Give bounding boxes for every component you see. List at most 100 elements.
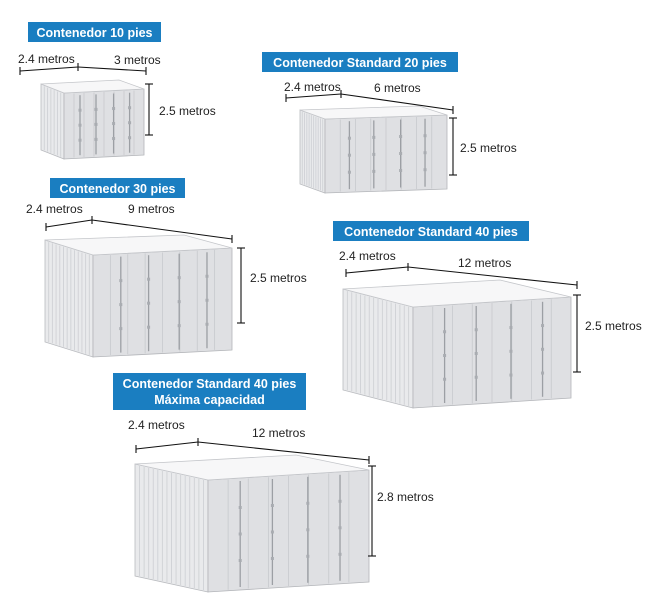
door-hinge	[177, 324, 181, 328]
door-hinge	[147, 325, 151, 329]
container-title-line: Contenedor Standard 20 pies	[273, 56, 447, 70]
width-dimension-line	[45, 219, 93, 228]
container-title-box	[333, 221, 529, 241]
height-label: 2.5 metros	[585, 319, 642, 333]
door-hinge	[119, 303, 123, 307]
door-hinge	[306, 554, 310, 558]
length-label: 9 metros	[128, 202, 175, 216]
door-hinge	[541, 371, 545, 375]
container-title-line: Máxima capacidad	[154, 393, 264, 407]
container-title-line: Contenedor Standard 40 pies	[123, 377, 297, 391]
door-hinge	[147, 301, 151, 305]
length-label: 12 metros	[252, 426, 305, 440]
container-c30: Contenedor 30 pies 2.4 metros 9 metros 2.5 …	[26, 178, 307, 358]
container-c20: Contenedor Standard 20 pies 2.4 metros 6 m…	[262, 52, 517, 194]
height-label: 2.8 metros	[377, 490, 434, 504]
door-hinge	[270, 504, 274, 507]
door-hinge	[78, 108, 82, 112]
length-dimension-line	[407, 266, 578, 286]
container-title-box	[113, 373, 306, 410]
height-label: 2.5 metros	[460, 141, 517, 155]
width-label: 2.4 metros	[128, 418, 185, 432]
door-hinge	[541, 347, 545, 351]
container-title-box	[28, 22, 161, 42]
door-hinge	[347, 153, 351, 157]
width-label: 2.4 metros	[26, 202, 83, 216]
container-roof	[40, 79, 145, 94]
length-label: 12 metros	[458, 256, 511, 270]
door-hinge	[177, 276, 181, 280]
container-title-box	[50, 178, 185, 198]
door-hinge	[338, 499, 342, 503]
door-hinge	[347, 136, 351, 140]
door-hinge	[205, 322, 209, 326]
door-hinge	[347, 170, 351, 174]
door-hinge	[177, 300, 181, 304]
width-dimension-line	[135, 441, 199, 450]
length-label: 6 metros	[374, 81, 421, 95]
door-hinge	[423, 168, 427, 172]
door-hinge	[270, 557, 274, 560]
door-hinge	[112, 107, 116, 111]
door-hinge	[443, 354, 447, 357]
container-title-line: Contenedor 30 pies	[60, 182, 176, 196]
door-hinge	[128, 121, 132, 125]
height-label: 2.5 metros	[159, 104, 216, 118]
door-hinge	[112, 122, 116, 126]
door-hinge	[474, 352, 478, 355]
container-c40: Contenedor Standard 40 pies 2.4 metros 12 …	[333, 221, 642, 409]
container-long-side	[299, 109, 326, 194]
container-title-line: Contenedor 10 pies	[37, 26, 153, 40]
width-label: 2.4 metros	[339, 249, 396, 263]
container-title-line: Contenedor Standard 40 pies	[344, 225, 518, 239]
door-hinge	[94, 137, 98, 141]
door-hinge	[78, 138, 82, 142]
door-hinge	[372, 135, 376, 139]
door-hinge	[474, 328, 478, 332]
door-hinge	[205, 274, 209, 278]
door-hinge	[94, 107, 98, 111]
length-label: 3 metros	[114, 53, 161, 67]
door-hinge	[399, 135, 403, 139]
door-hinge	[119, 279, 123, 283]
door-hinge	[238, 506, 242, 509]
door-hinge	[119, 327, 123, 331]
width-dimension-line	[345, 266, 409, 274]
door-hinge	[509, 373, 513, 377]
height-label: 2.5 metros	[250, 271, 307, 285]
container-roof	[44, 234, 233, 256]
width-dimension-line	[285, 93, 342, 99]
door-hinge	[205, 298, 209, 302]
door-hinge	[474, 375, 478, 379]
door-hinge	[372, 169, 376, 173]
door-hinge	[338, 552, 342, 556]
door-hinge	[443, 330, 447, 334]
door-hinge	[541, 324, 545, 328]
door-hinge	[443, 377, 447, 381]
door-hinge	[372, 152, 376, 156]
door-hinge	[238, 559, 242, 562]
door-hinge	[147, 277, 151, 281]
door-hinge	[306, 528, 310, 532]
door-hinge	[509, 326, 513, 330]
door-hinge	[338, 526, 342, 530]
door-hinge	[128, 106, 132, 110]
width-label: 2.4 metros	[284, 80, 341, 94]
door-hinge	[399, 169, 403, 173]
door-hinge	[238, 532, 242, 536]
length-dimension-line	[91, 219, 233, 240]
container-roof	[342, 279, 572, 308]
door-hinge	[423, 134, 427, 138]
container-c10: Contenedor 10 pies 2.4 metros 3 metros 2.5 …	[18, 22, 216, 160]
container-title-box	[262, 52, 458, 72]
container-roof	[299, 105, 448, 120]
length-dimension-line	[340, 93, 454, 111]
container-roof	[134, 454, 370, 481]
length-dimension-line	[197, 441, 370, 461]
width-label: 2.4 metros	[18, 52, 75, 66]
length-dimension-line	[77, 66, 147, 72]
door-hinge	[112, 137, 116, 141]
door-hinge	[423, 151, 427, 155]
